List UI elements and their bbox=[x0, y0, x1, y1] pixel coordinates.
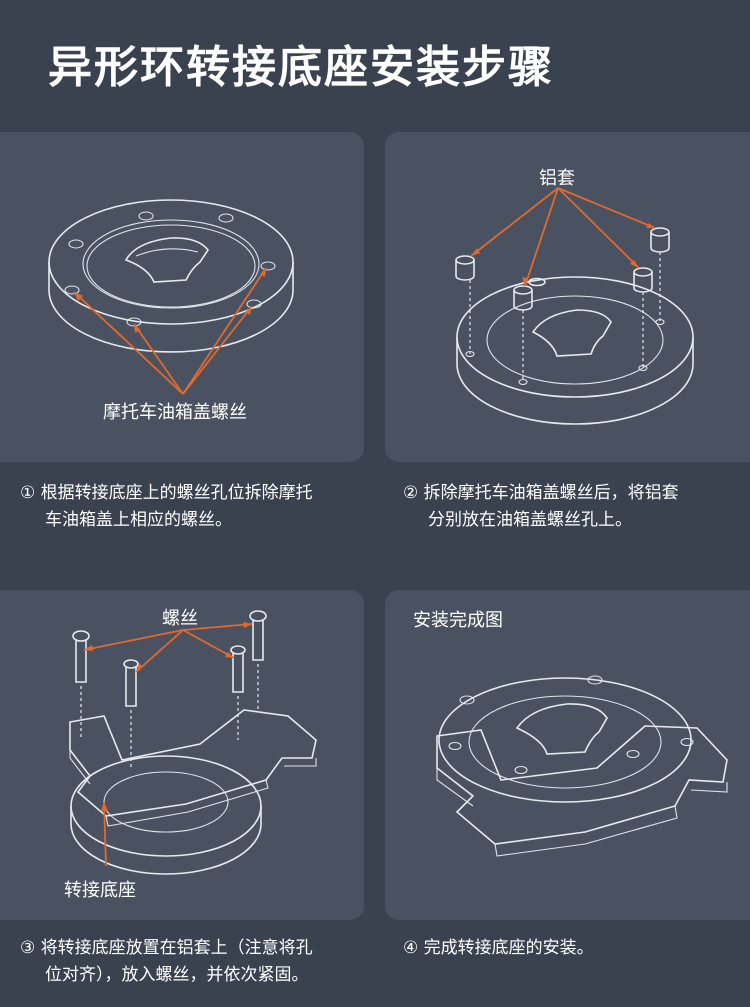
installed-diagram bbox=[436, 675, 728, 857]
step-1-label: 摩托车油箱盖螺丝 bbox=[103, 402, 247, 423]
page-title: 异形环转接底座安装步骤 bbox=[48, 42, 554, 93]
screws-and-adapter-diagram bbox=[69, 610, 317, 875]
aluminum-sleeve-diagram bbox=[455, 187, 694, 425]
step-2-caption-line-2: 分别放在油箱盖螺丝孔上。 bbox=[428, 510, 632, 530]
step-3-caption-line-2: 位对齐），放入螺丝，并依次紧固。 bbox=[45, 965, 309, 985]
step-3-label-adapter: 转接底座 bbox=[64, 880, 136, 901]
step-1-caption: ① 根据转接底座上的螺丝孔位拆除摩托 车油箱盖上相应的螺丝。 bbox=[20, 480, 365, 534]
step-1-image: 摩托车油箱盖螺丝 bbox=[0, 132, 364, 462]
step-2-label: 铝套 bbox=[539, 168, 575, 189]
step-3-label-screws: 螺丝 bbox=[162, 608, 198, 629]
step-4-caption-line-1: ④ 完成转接底座的安装。 bbox=[403, 938, 594, 958]
step-3-caption-line-1: ③ 将转接底座放置在铝套上（注意将孔 bbox=[20, 938, 313, 958]
step-2-caption-line-1: ② 拆除摩托车油箱盖螺丝后，将铝套 bbox=[403, 483, 679, 503]
step-4-label: 安装完成图 bbox=[413, 610, 503, 631]
step-4-image: 安装完成图 bbox=[385, 590, 750, 920]
step-3-image: 螺丝 转接底座 bbox=[0, 590, 364, 920]
step-2-caption: ② 拆除摩托车油箱盖螺丝后，将铝套 分别放在油箱盖螺丝孔上。 bbox=[403, 480, 743, 534]
step-1-caption-line-2: 车油箱盖上相应的螺丝。 bbox=[45, 510, 232, 530]
step-4-caption: ④ 完成转接底座的安装。 bbox=[403, 935, 743, 962]
step-2-image: 铝套 bbox=[385, 132, 750, 462]
step-3-caption: ③ 将转接底座放置在铝套上（注意将孔 位对齐），放入螺丝，并依次紧固。 bbox=[20, 935, 365, 989]
fuel-cap-diagram bbox=[48, 199, 294, 395]
step-1-caption-line-1: ① 根据转接底座上的螺丝孔位拆除摩托 bbox=[20, 483, 313, 503]
